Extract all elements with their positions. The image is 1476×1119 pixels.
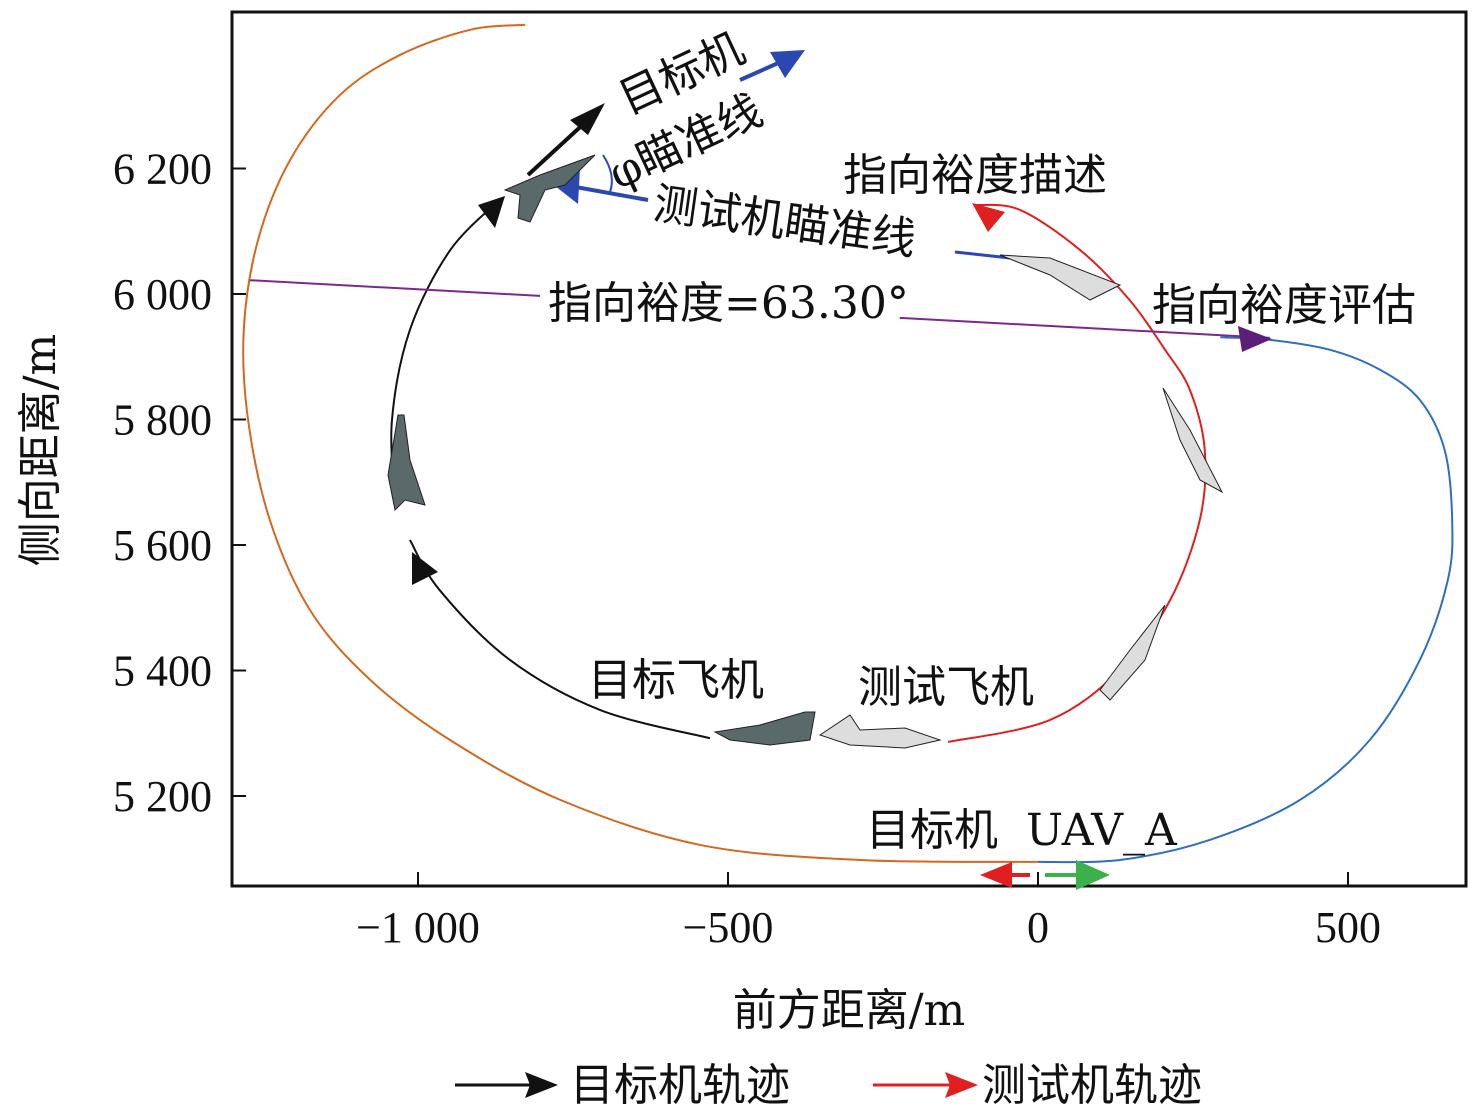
target-aircraft-icon-top [503,154,596,223]
target-traj-arrow-mid [412,552,438,585]
annotation-pointing-eval: 指向裕度评估 [1152,280,1416,331]
test-aircraft-icon-bottom [818,714,942,749]
annotation-pointing-value: 指向裕度=63.30° [548,278,909,329]
eval-arrow-head [1238,326,1272,352]
test-aircraft-icon-right2 [1162,387,1224,494]
legend-item-test: 测试机轨迹 [873,1060,1202,1111]
legend: 目标机轨迹 测试机轨迹 [455,1060,1202,1111]
series-line-目标机轨迹 [409,539,711,740]
legend-label-test: 测试机轨迹 [982,1060,1202,1111]
x-tick-label: −500 [683,903,774,952]
series-line-UAV_A-left [242,23,1039,863]
x-tick-label: −1 000 [356,903,480,952]
series-line-pointing-margin-line [249,279,541,297]
series-line-目标机轨迹-2 [390,199,501,500]
series-line-测试机轨迹 [947,203,1207,744]
target-aircraft-icon-bottom [713,711,816,746]
target-traj-arrow-top [478,196,505,228]
y-axis-label: 侧向距离/m [15,334,66,567]
annotation-target-plane: 目标飞机 [588,655,764,706]
series-line-UAV_A-right [1037,336,1454,864]
target-aim-blue-arrow [739,50,805,82]
annotation-pointing-desc: 指向裕度描述 [843,150,1107,201]
x-axis-label: 前方距离/m [733,985,966,1036]
test-aircraft-icon-right1 [1099,604,1166,701]
series-line-pointing-margin-line-2 [899,316,1270,339]
y-tick-label: 5 800 [113,396,212,445]
annotation-test-plane: 测试飞机 [858,662,1034,713]
x-tick-label: 500 [1315,903,1381,952]
aircraft-icons [387,154,1224,749]
test-aircraft-icon-top [999,254,1122,301]
x-tick-label: 0 [1027,903,1049,952]
test-traj-arrow-head [972,203,1005,232]
legend-label-target: 目标机轨迹 [570,1060,790,1111]
y-tick-label: 6 000 [113,270,212,319]
uav-right-arrow [1045,860,1110,890]
y-tick-label: 5 200 [113,772,212,821]
target-aircraft-icon-mid [387,414,426,512]
legend-item-target: 目标机轨迹 [455,1060,790,1111]
arrows [412,50,1272,890]
y-tick-label: 5 600 [113,521,212,570]
y-tick-label: 5 400 [113,647,212,696]
plot-frame [230,10,1468,888]
annotation-uav: 目标机 UAV_A [866,805,1178,856]
y-tick-label: 6 200 [113,145,212,194]
target-aim-arrow [526,103,605,177]
uav-left-arrow [980,862,1030,888]
